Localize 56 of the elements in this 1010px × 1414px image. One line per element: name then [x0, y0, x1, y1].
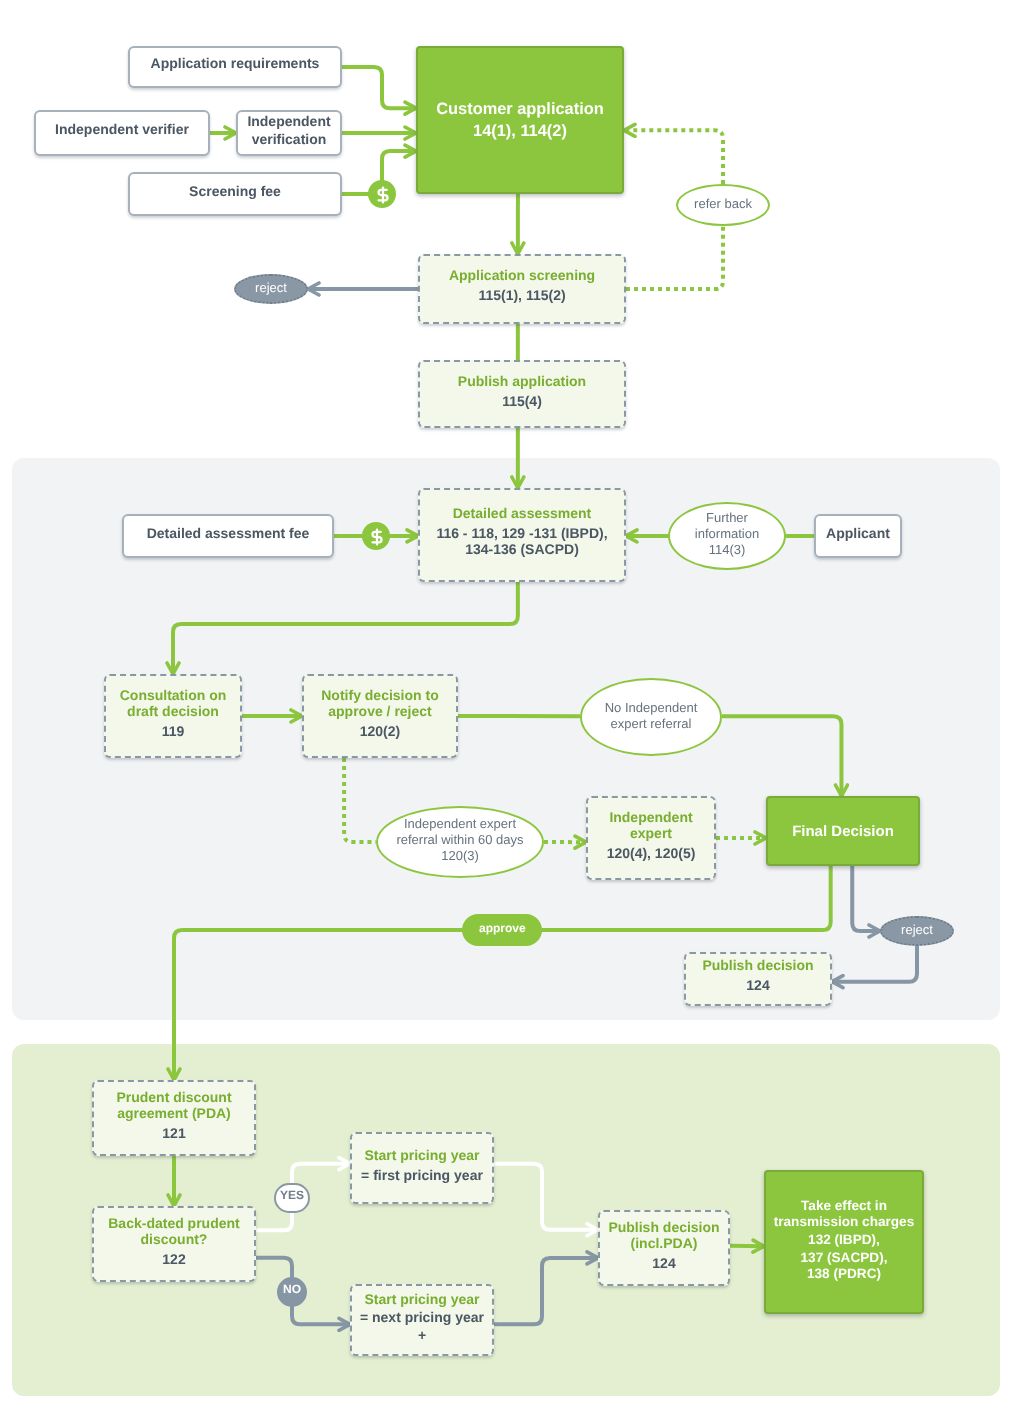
step-box [302, 674, 458, 758]
source-box [128, 46, 342, 88]
arrow [850, 866, 882, 939]
arrow [166, 1156, 182, 1208]
reject-ellipse [880, 916, 954, 946]
arrow [210, 125, 238, 141]
step-box [598, 1210, 730, 1286]
step-box [92, 1206, 256, 1282]
arrow [716, 830, 768, 846]
group-panel [12, 1044, 1000, 1396]
arrow [165, 582, 520, 676]
step-box [92, 1080, 256, 1156]
step-box [684, 952, 832, 1006]
step-box [586, 796, 716, 880]
arrow [306, 281, 418, 297]
arrow [622, 122, 725, 184]
arrow [166, 866, 833, 1082]
arrow [830, 946, 919, 990]
connector-line [786, 534, 814, 538]
arrow [510, 428, 526, 490]
step-box [418, 254, 626, 324]
connector-line [515, 324, 520, 360]
step-box [350, 1132, 494, 1204]
arrow [544, 834, 588, 850]
arrow [722, 714, 850, 798]
connector-line [626, 226, 725, 291]
source-box [34, 110, 210, 156]
arrow [494, 1250, 600, 1327]
arrow [729, 1238, 766, 1254]
arrow [242, 708, 304, 724]
stage-box [766, 796, 920, 866]
arrow [334, 528, 420, 544]
stage-box [764, 1170, 924, 1314]
step-box [350, 1284, 494, 1356]
step-box [104, 674, 242, 758]
group-panel [12, 458, 1000, 1020]
source-box [236, 110, 342, 156]
stage-title: Customer application [436, 99, 604, 119]
step-box [418, 360, 626, 428]
arrow [342, 65, 418, 116]
source-box [122, 514, 334, 558]
arrow [342, 125, 418, 141]
arrow [624, 528, 668, 544]
arrow [342, 143, 418, 196]
clause-ref: 14(1), 114(2) [473, 121, 567, 141]
step-box [418, 488, 626, 582]
arrow [256, 1155, 352, 1233]
reject-ellipse [234, 274, 308, 304]
source-box [128, 172, 342, 216]
note-ellipse [676, 184, 770, 226]
stage-box [416, 46, 624, 194]
source-box [814, 514, 902, 558]
arrow [256, 1255, 352, 1333]
arrow [494, 1161, 600, 1238]
arrow [510, 194, 526, 256]
connector-line [458, 714, 580, 719]
